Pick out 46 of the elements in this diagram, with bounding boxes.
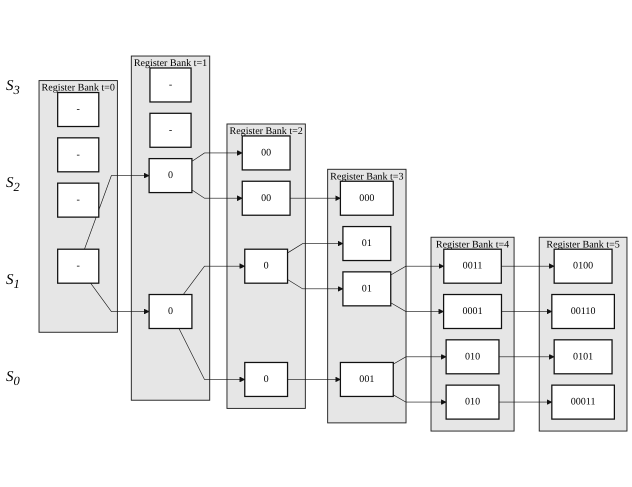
- node-box: -: [149, 67, 192, 103]
- arrow: [192, 150, 242, 162]
- arrow: [498, 354, 554, 360]
- arrow: [287, 279, 344, 292]
- node-box: 0: [244, 248, 288, 284]
- node-box: 00110: [551, 294, 615, 330]
- node-box: 001: [340, 362, 394, 398]
- arrow: [290, 195, 341, 201]
- node-box: -: [57, 137, 100, 172]
- state-label: S$_{2}$: [6, 175, 21, 196]
- node-box: -: [57, 248, 100, 284]
- arrow: [287, 376, 341, 382]
- arrow: [287, 240, 344, 254]
- arrow: [390, 263, 444, 276]
- arrow: [90, 282, 150, 314]
- node-box: 010: [446, 384, 500, 420]
- arrow: [192, 190, 242, 201]
- arrow: [84, 172, 150, 250]
- arrow: [501, 308, 552, 314]
- arrow: [498, 399, 552, 405]
- arrow: [178, 328, 246, 382]
- node-box: -: [57, 92, 100, 128]
- node-box: 01: [342, 226, 392, 262]
- node-box: 0011: [443, 248, 502, 284]
- node-box: 00: [242, 180, 291, 216]
- state-label: S$_{1}$: [6, 272, 21, 292]
- arrow: [501, 263, 554, 269]
- node-box: 010: [446, 339, 500, 374]
- arrow: [390, 302, 444, 314]
- node-box: 00: [242, 135, 291, 170]
- state-label: S$_{3}$: [6, 78, 21, 98]
- node-box: 0: [244, 362, 288, 398]
- state-label: S$_{0}$: [6, 368, 21, 389]
- node-box: 0: [148, 158, 193, 194]
- node-box: -: [57, 182, 100, 218]
- node-box: 01: [342, 271, 392, 306]
- node-box: -: [149, 112, 192, 148]
- node-box: 000: [340, 180, 394, 216]
- node-box: 0101: [554, 339, 613, 374]
- arrow: [392, 354, 446, 364]
- arrow: [392, 394, 446, 405]
- node-box: 0: [148, 294, 193, 330]
- node-box: 0001: [442, 294, 502, 330]
- arrow: [182, 263, 246, 295]
- node-box: 0100: [554, 248, 613, 284]
- node-box: 00011: [551, 384, 615, 420]
